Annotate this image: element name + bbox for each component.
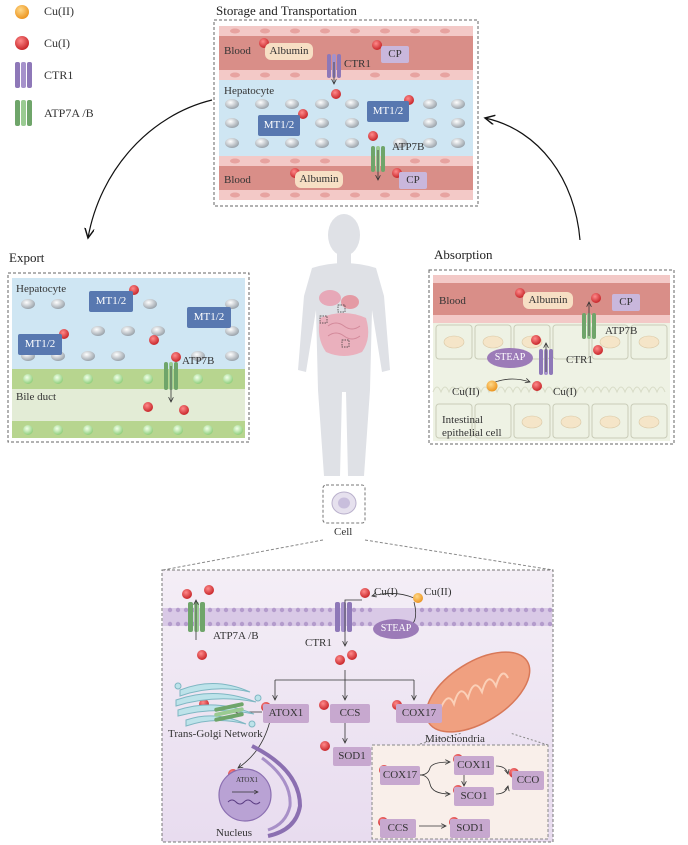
cell-cu2-label: Cu(II) (424, 586, 452, 598)
cell-mitochondria-label: Mitochondria (425, 733, 485, 745)
cell-cox17: COX17 (396, 704, 442, 723)
inset-sco1: SCO1 (454, 787, 494, 806)
absorption-steap: STEAP (487, 348, 533, 368)
export-bile-duct-label: Bile duct (16, 391, 57, 403)
storage-title: Storage and Transportation (216, 3, 357, 18)
absorption-cu2-label: Cu(II) (452, 386, 480, 398)
storage-mt-b: MT1/2 (367, 101, 409, 122)
export-mt-a: MT1/2 (89, 291, 133, 312)
atp7ab-transporter-icon (15, 100, 32, 126)
cell-steap: STEAP (373, 619, 419, 639)
legend-label-cu1: Cu(I) (44, 36, 70, 50)
cu1-dot-icon (15, 36, 29, 50)
export-hepatocyte-label: Hepatocyte (16, 283, 67, 295)
cell-icon (322, 484, 366, 524)
cu2-dot-icon (15, 5, 29, 19)
cell-nucleus-label: Nucleus (216, 827, 253, 839)
arrow-storage-to-export (88, 99, 213, 238)
cell-ctr1-label: CTR1 (305, 637, 332, 649)
cell-tgn-label: Trans-Golgi Network (168, 728, 263, 740)
storage-hepatocyte-label: Hepatocyte (224, 85, 275, 97)
absorption-cell-label-line2: epithelial cell (442, 427, 502, 439)
absorption-cu1-label: Cu(I) (553, 386, 577, 398)
absorption-title: Absorption (434, 247, 493, 262)
cell-ccs: CCS (330, 704, 370, 723)
arrow-absorption-to-storage (485, 118, 581, 241)
cell-cu1-label: Cu(I) (374, 586, 398, 598)
cell-label: Cell (334, 526, 353, 538)
inset-cox11: COX11 (454, 756, 494, 775)
ctr1-transporter-icon (15, 62, 32, 88)
storage-mt-a: MT1/2 (258, 115, 300, 136)
cell-atp7ab-label: ATP7A /B (213, 630, 259, 642)
absorption-cp: CP (612, 294, 640, 311)
export-title: Export (9, 250, 45, 265)
absorption-atp7b-label: ATP7B (605, 325, 638, 337)
export-atp7b-label: ATP7B (182, 355, 215, 367)
cell-sod1: SOD1 (333, 747, 371, 766)
absorption-cell-label-line1: Intestinal (442, 414, 483, 426)
storage-ctr1-label: CTR1 (344, 58, 371, 70)
storage-cp-top: CP (381, 46, 409, 63)
legend-icons (15, 5, 32, 126)
storage-atp7b-label: ATP7B (392, 141, 425, 153)
human-body-silhouette (298, 214, 390, 476)
storage-cp-bottom: CP (399, 172, 427, 189)
absorption-blood-label: Blood (439, 295, 466, 307)
export-mt-b: MT1/2 (187, 307, 231, 328)
absorption-ctr1-label: CTR1 (566, 354, 593, 366)
storage-blood-top-label: Blood (224, 45, 251, 57)
legend-label-cu2: Cu(II) (44, 4, 74, 18)
cell-atox1-small-label: ATOX1 (236, 776, 259, 784)
export-mt-c: MT1/2 (18, 334, 62, 355)
inset-cco: CCO (512, 771, 544, 790)
inset-sod1: SOD1 (450, 819, 490, 838)
storage-blood-bottom-label: Blood (224, 174, 251, 186)
legend-label-ctr1: CTR1 (44, 68, 74, 82)
storage-panel (213, 19, 479, 207)
cell-atox1: ATOX1 (263, 704, 309, 723)
storage-albumin-top: Albumin (265, 43, 313, 60)
inset-ccs: CCS (380, 819, 416, 838)
storage-albumin-bottom: Albumin (295, 171, 343, 188)
legend-label-atp7ab: ATP7A /B (44, 106, 94, 120)
nucleus-shape (218, 744, 303, 838)
inset-cox17: COX17 (380, 766, 420, 785)
absorption-albumin: Albumin (523, 292, 573, 309)
